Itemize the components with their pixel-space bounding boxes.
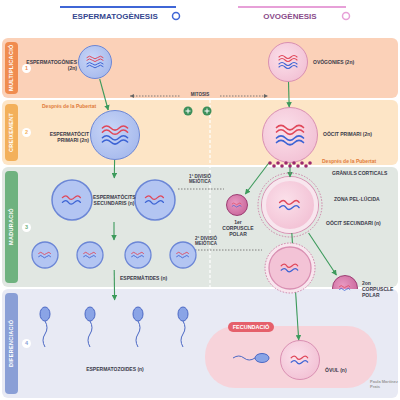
stage-tag: DIFERENCIACIÓ	[5, 293, 18, 394]
callout-number: 3	[22, 223, 31, 232]
note: Després de la Pubertat	[322, 158, 396, 164]
stage-band: CREIXEMENT ESPERMATÒCIT PRIMARI (2n) OÒCIT…	[2, 100, 398, 165]
column-header: ESPERMATOGÈNESIS	[55, 12, 175, 22]
cell-label: 2on CORPUSCLE POLAR	[362, 280, 398, 298]
cell-circle: OVÒGONIES (2n)	[268, 42, 308, 82]
cell-circle: ESPERMATÒCIT PRIMARI (2n)	[90, 110, 140, 160]
cell-group: ESPERMATOZOIDES (n)	[30, 300, 200, 350]
column-header: OVOGÈNESIS	[240, 12, 340, 22]
header-line	[238, 6, 346, 8]
cell-circle: ÒVUL (n)	[280, 340, 320, 380]
header-line	[60, 6, 176, 8]
fertilization-box: FECUNDACIÓÒVUL (n)	[205, 326, 377, 388]
process-label: MITOSIS	[182, 92, 218, 97]
stage-tag: MULTIPLICACIÓ	[5, 42, 18, 94]
part-label: GRÀNULS CORTICALS	[332, 170, 392, 176]
stage-tag: MADURACIÓ	[5, 171, 18, 283]
part-label: ZONA PEL·LÚCIDA	[334, 196, 394, 202]
stage-band: MULTIPLICACIÓ ESPERMATOGÒNIES (2n) OVÒGONI…	[2, 38, 398, 98]
callout-number: 2	[22, 128, 31, 137]
cell-label: ÒVUL (n)	[325, 367, 365, 373]
note: Després de la Pubertat	[42, 103, 122, 109]
cell-label: ESPERMATOGÒNIES (2n)	[25, 59, 77, 71]
cell-circle: OÒCIT PRIMARI (2n)	[262, 107, 318, 163]
cell-label: OÒCIT PRIMARI (2n)	[323, 131, 373, 137]
header-icon	[343, 13, 350, 20]
event-pill: FECUNDACIÓ	[228, 322, 274, 332]
cell-label: OVÒGONIES (2n)	[313, 59, 373, 65]
cell-label: 1er CORPUSCLE POLAR	[219, 219, 257, 237]
callout-number: 4	[22, 339, 31, 348]
cell-label: ESPERMATÒCIT PRIMARI (2n)	[37, 131, 89, 143]
cell-circle: OÒCIT SECUNDARI (n)	[262, 177, 318, 233]
process-label: 1ª DIVISIÓ MEIÒTICA	[180, 174, 220, 185]
cell-label: OÒCIT SECUNDARI (n)	[326, 220, 381, 226]
cell-group: ESPERMÀTIDES (n)	[30, 240, 198, 270]
cell-label: ESPERMATOZOIDES (n)	[80, 366, 150, 372]
stage-band: MADURACIÓ ESPERMATÒCITS SECUNDARIS (n) 1er…	[2, 167, 398, 287]
watermark: Paula Martínez Prats	[370, 380, 398, 390]
process-label: 2ª DIVISIÓ MEIÒTICA	[186, 236, 226, 247]
cell-label: ESPERMATÒCITS SECUNDARIS (n)	[93, 194, 135, 206]
callout-number: 1	[22, 64, 31, 73]
cell-label: ESPERMÀTIDES (n)	[120, 275, 190, 281]
stage-tag: CREIXEMENT	[5, 104, 18, 161]
stage-band: DIFERENCIACIÓESPERMATOZOIDES (n)FECUNDAC…	[2, 289, 398, 398]
cell-circle: ESPERMATOGÒNIES (2n)	[78, 45, 112, 79]
polar-body: 1er CORPUSCLE POLAR	[226, 194, 248, 216]
header-icon	[173, 13, 180, 20]
cell-group: ESPERMATÒCITS SECUNDARIS (n)	[50, 178, 178, 222]
